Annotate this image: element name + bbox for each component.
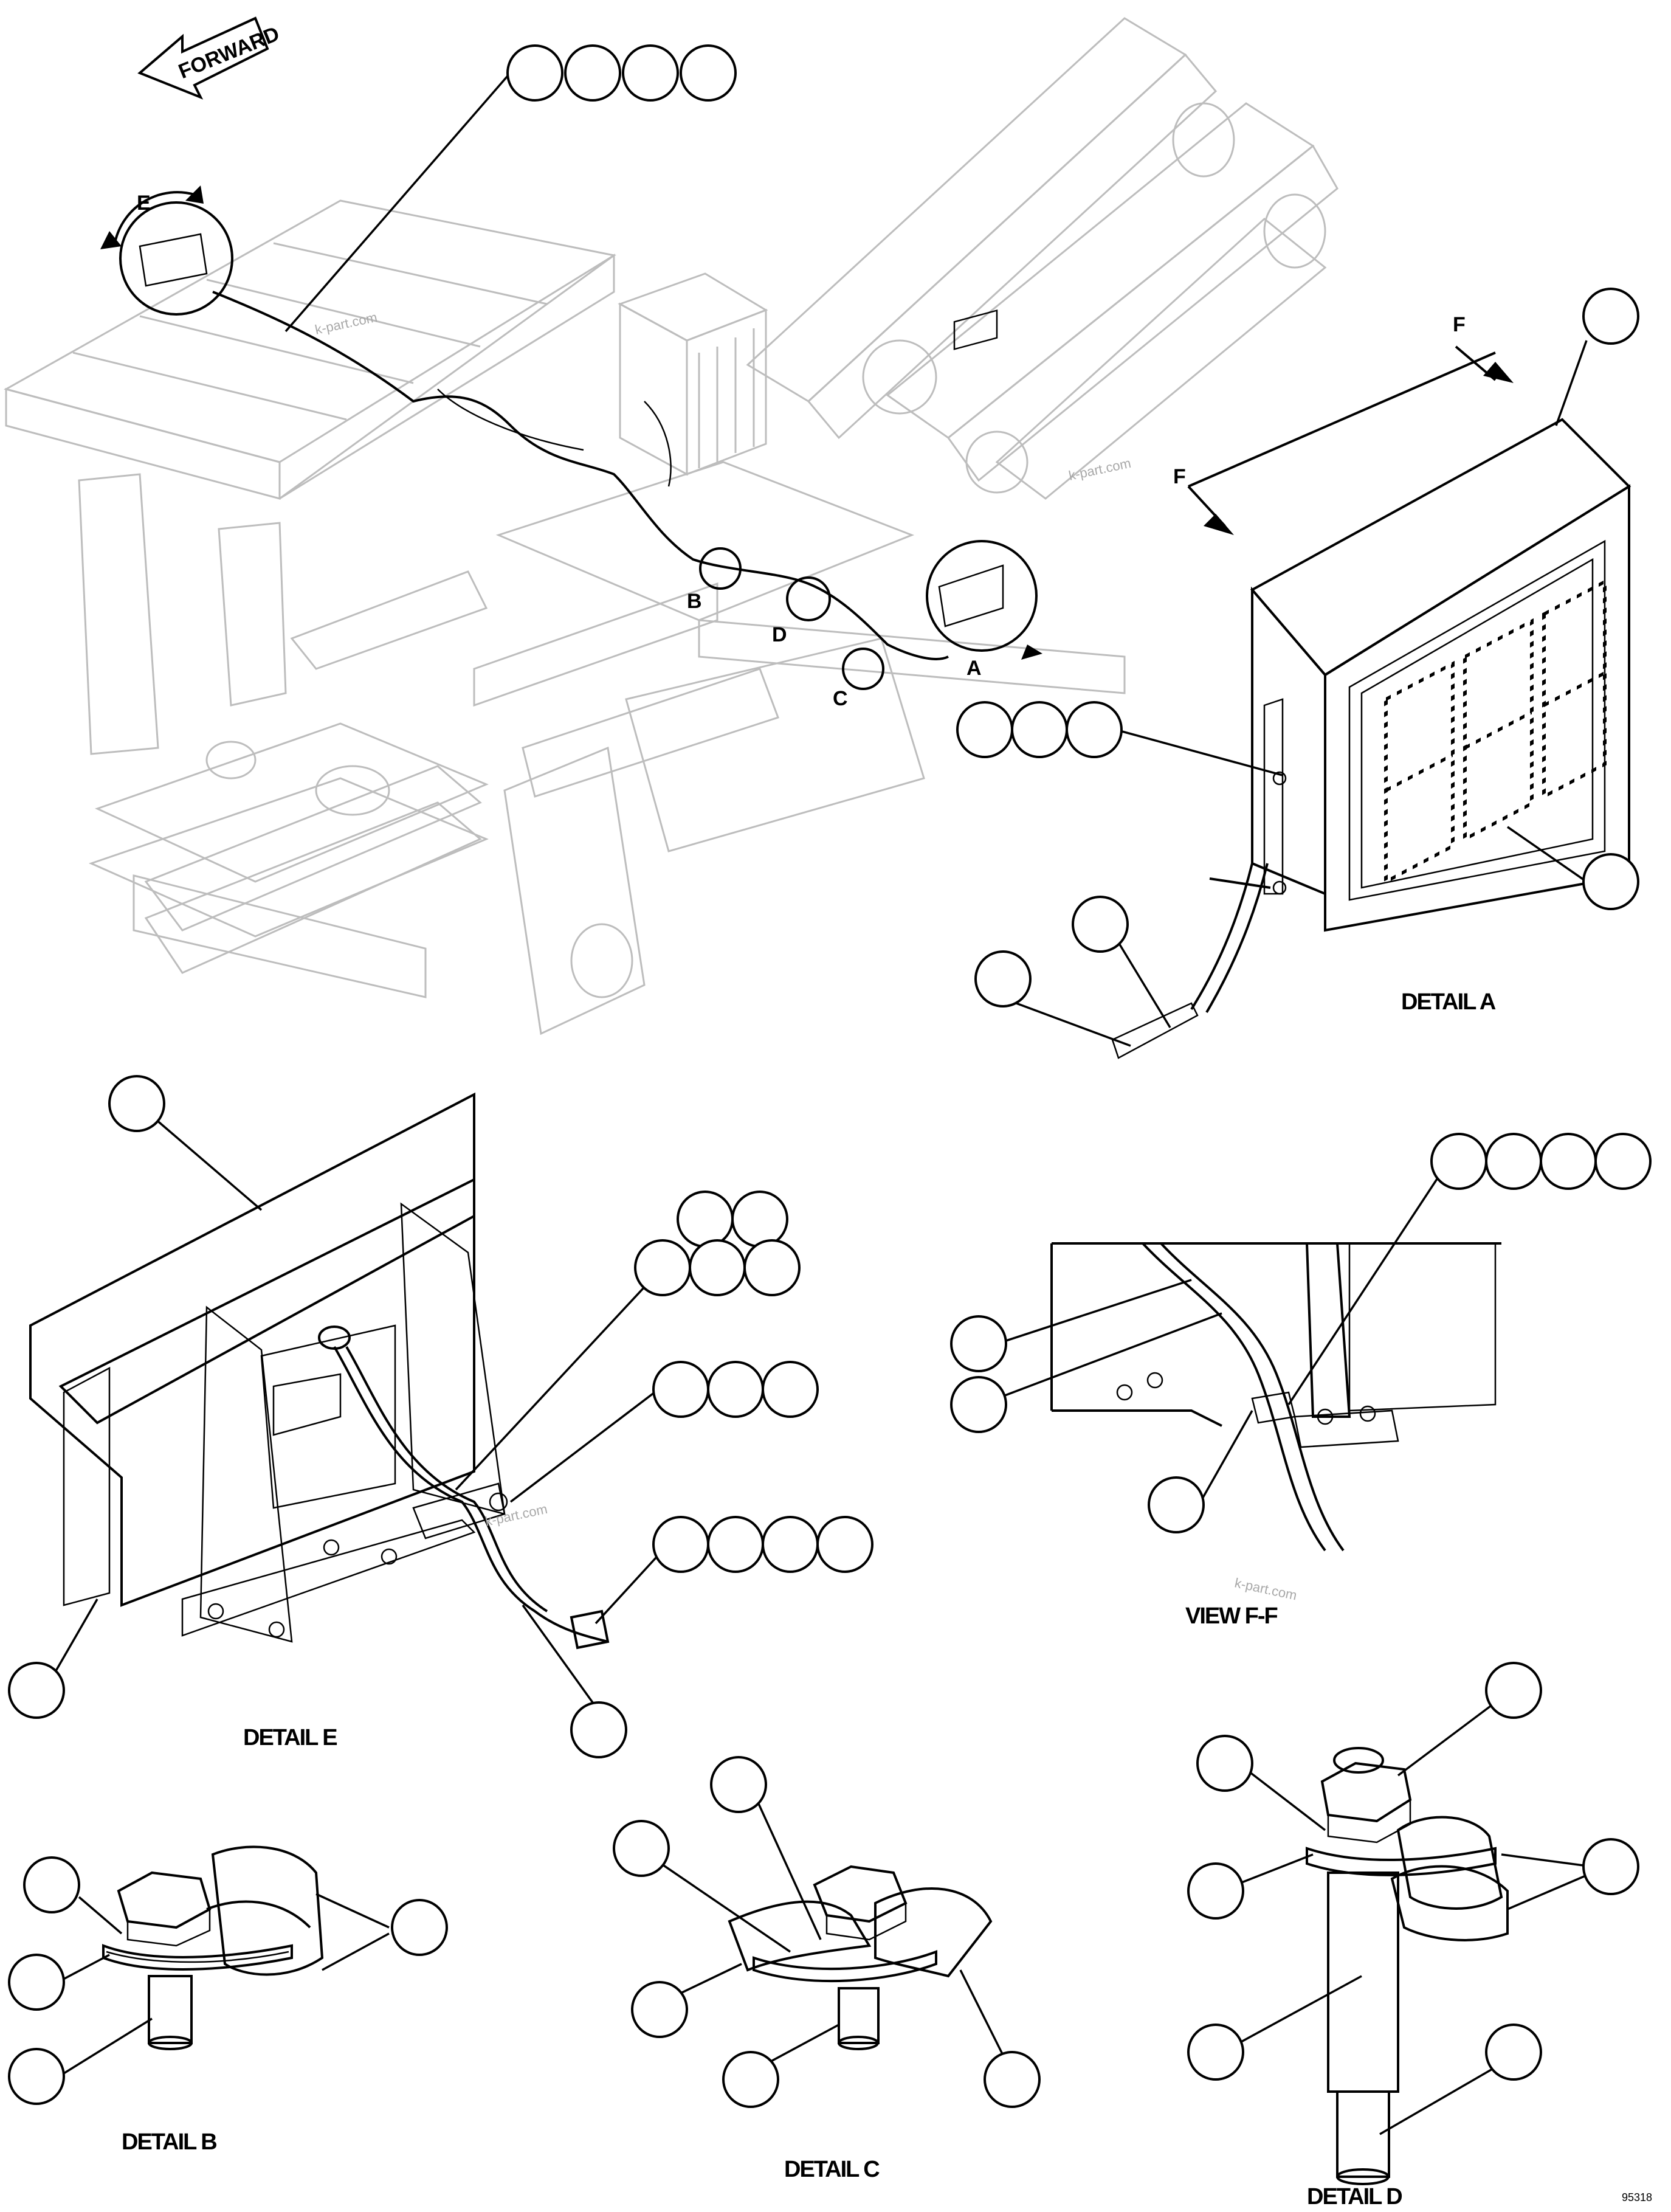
callout-letter-d: D <box>772 623 787 646</box>
display-digits <box>1384 579 1607 885</box>
callout-bubbles-view-ff[interactable] <box>950 1133 1652 1533</box>
callout-bubbles-detail-d[interactable] <box>1187 1662 1639 2081</box>
detail-a-title: DETAIL A <box>1401 989 1496 1015</box>
forward-arrow: FORWARD <box>137 16 283 100</box>
detail-e-view: k-part.com DETAIL E <box>8 1075 873 1758</box>
detail-b-title: DETAIL B <box>122 2129 216 2155</box>
detail-a-view: F F <box>956 288 1639 1059</box>
view-f-label-2: F <box>1453 313 1466 336</box>
detail-d-view: DETAIL D <box>1187 1662 1639 2210</box>
callout-letter-a: A <box>966 657 982 680</box>
detail-e-title: DETAIL E <box>243 1725 337 1751</box>
watermark-3: k-part.com <box>484 1501 549 1529</box>
detail-c-callout[interactable]: C <box>833 648 884 710</box>
view-ff-title: VIEW F-F <box>1185 1603 1278 1629</box>
callout-letter-b: B <box>687 590 702 613</box>
view-f-arrows: F F <box>1173 313 1514 535</box>
main-chassis-view: FORWARD E A B <box>4 16 1339 1035</box>
callout-bubbles-detail-b[interactable] <box>8 1856 448 2105</box>
callout-letter-c: C <box>833 687 848 710</box>
truck-frame <box>4 17 1339 1035</box>
callout-bubbles-detail-a[interactable] <box>956 288 1639 1007</box>
detail-c-title: DETAIL C <box>784 2157 880 2182</box>
detail-d-title: DETAIL D <box>1307 2184 1402 2209</box>
view-f-label-1: F <box>1173 465 1186 488</box>
callout-bubbles-harness[interactable] <box>506 44 737 102</box>
detail-d-callout[interactable]: D <box>772 576 831 646</box>
detail-c-view: DETAIL C <box>613 1756 1041 2182</box>
detail-a-callout[interactable]: A <box>926 309 1042 680</box>
watermark-2: k-part.com <box>1067 455 1132 483</box>
scoreboard-enclosure <box>1250 418 1631 932</box>
detail-b-view: DETAIL B <box>8 1845 448 2155</box>
detail-e-callout[interactable]: E <box>100 185 233 316</box>
watermark-4: k-part.com <box>1233 1575 1298 1603</box>
wiring-harness <box>212 291 949 660</box>
detail-b-callout[interactable]: B <box>687 547 742 613</box>
view-ff: k-part.com VIEW F-F <box>950 1133 1652 1629</box>
callout-letter-e: E <box>137 192 151 215</box>
callout-bubbles-detail-e[interactable] <box>8 1075 873 1758</box>
callout-bubbles-detail-c[interactable] <box>613 1756 1041 2108</box>
display-cable <box>1190 863 1253 1011</box>
figure-number: 95318 <box>1622 2191 1652 2203</box>
